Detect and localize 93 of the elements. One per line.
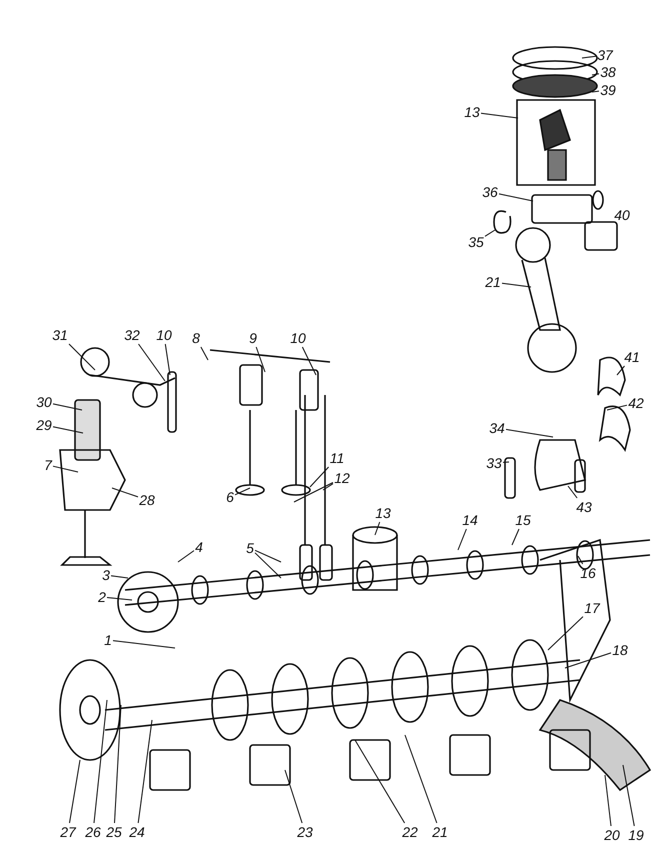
- callout-number: 1: [104, 632, 112, 648]
- leader-line: [114, 704, 122, 824]
- callout-number: 9: [249, 330, 257, 346]
- leader-line: [254, 550, 282, 562]
- callout-number: 27: [60, 824, 76, 840]
- leader-line: [254, 552, 282, 578]
- leader-line: [374, 522, 380, 536]
- callout-number: 14: [462, 512, 478, 528]
- leader-line: [354, 740, 406, 824]
- leader-line: [284, 770, 303, 824]
- leader-line: [322, 483, 334, 490]
- leader-line: [622, 764, 635, 826]
- callout-number: 13: [464, 104, 480, 120]
- leader-line: [256, 346, 266, 372]
- leader-line: [112, 640, 176, 648]
- leader-line: [106, 597, 132, 600]
- callout-number: 22: [402, 824, 418, 840]
- callout-number: 37: [597, 47, 613, 63]
- callout-number: 24: [129, 824, 145, 840]
- leader-line: [568, 486, 578, 498]
- callout-number: 33: [486, 455, 502, 471]
- leader-line: [502, 462, 510, 463]
- leader-line: [506, 428, 554, 438]
- callout-number: 19: [628, 827, 644, 843]
- leader-line: [52, 403, 82, 410]
- leader-line: [512, 528, 520, 546]
- leader-line: [200, 346, 208, 360]
- leader-line: [582, 56, 596, 58]
- callout-number: 41: [624, 349, 640, 365]
- leader-line: [484, 230, 496, 237]
- leader-line: [458, 528, 467, 550]
- leader-line: [498, 193, 534, 202]
- leader-line: [94, 700, 108, 824]
- leader-line: [310, 466, 330, 488]
- leader-line: [592, 90, 600, 92]
- leader-line: [606, 404, 628, 410]
- leader-line: [112, 488, 138, 498]
- callout-number: 20: [604, 827, 620, 843]
- callout-number: 21: [432, 824, 448, 840]
- callout-number: 2: [98, 589, 106, 605]
- callout-number: 29: [36, 417, 52, 433]
- callout-number: 30: [36, 394, 52, 410]
- callout-number: 40: [614, 207, 630, 223]
- callout-number: 21: [485, 274, 501, 290]
- callout-number: 10: [290, 330, 306, 346]
- leader-line: [302, 346, 316, 376]
- callout-number: 6: [226, 489, 234, 505]
- callout-number: 16: [580, 565, 596, 581]
- callout-number: 32: [124, 327, 140, 343]
- callout-number: 42: [628, 395, 644, 411]
- leader-line: [178, 550, 194, 562]
- leader-line: [234, 488, 250, 496]
- leader-line: [68, 344, 96, 370]
- leader-line: [138, 344, 166, 382]
- callout-number: 35: [468, 234, 484, 250]
- callout-number: 8: [192, 330, 200, 346]
- callout-number: 17: [584, 600, 600, 616]
- leader-line: [52, 426, 84, 434]
- callout-number: 38: [600, 64, 616, 80]
- leader-line: [164, 344, 170, 376]
- leader-line: [404, 734, 438, 824]
- callout-number: 43: [576, 499, 592, 515]
- callout-number: 3: [102, 567, 110, 583]
- callout-number: 28: [139, 492, 155, 508]
- callout-number: 34: [489, 420, 505, 436]
- leader-line: [564, 652, 612, 668]
- callout-number: 5: [246, 540, 254, 556]
- callout-number: 11: [330, 450, 344, 466]
- leader-line: [578, 556, 584, 564]
- callout-number: 10: [156, 327, 172, 343]
- leader-line: [294, 482, 334, 502]
- leader-line: [480, 112, 518, 118]
- leader-line: [616, 366, 625, 376]
- callout-number: 15: [515, 512, 531, 528]
- leader-line: [548, 616, 584, 650]
- callout-number: 7: [44, 457, 52, 473]
- callout-number: 39: [600, 82, 616, 98]
- leader-line: [592, 73, 600, 76]
- callout-number: 31: [52, 327, 68, 343]
- callout-number: 25: [106, 824, 122, 840]
- callout-number: 4: [195, 539, 203, 555]
- callout-number: 26: [85, 824, 101, 840]
- leader-line: [52, 466, 78, 472]
- callout-number: 12: [334, 470, 350, 486]
- leader-line: [604, 774, 612, 826]
- callout-number: 36: [482, 184, 498, 200]
- leader-line: [69, 760, 80, 824]
- callout-number: 13: [375, 505, 391, 521]
- leader-line: [110, 575, 128, 578]
- callout-number: 23: [297, 824, 313, 840]
- leader-line: [138, 720, 152, 824]
- callout-number: 18: [612, 642, 628, 658]
- leader-line: [502, 282, 532, 288]
